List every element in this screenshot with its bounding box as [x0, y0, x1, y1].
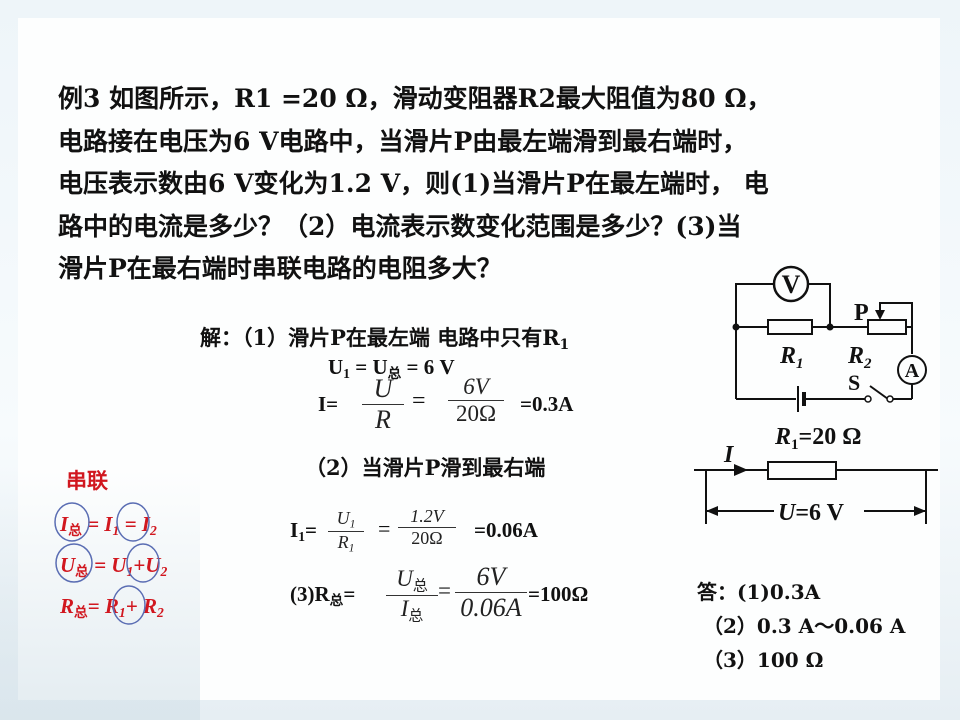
- problem-line-3: 电压表示数由6 V变化为1.2 V，则(1)当滑片P在最左端时， 电: [58, 169, 769, 198]
- answer-3: （3）100 Ω: [703, 648, 824, 672]
- problem-line-2: 电路接在电压为6 V电路中，当滑片P由最左端滑到最右端时，: [58, 126, 748, 156]
- solution-part1-title: 解：（1）滑片P在最左端 电路中只有R1: [200, 325, 570, 354]
- highlight-circle-r1: [112, 585, 146, 625]
- voltage-label: U=6 V: [778, 500, 845, 526]
- problem-statement: 例3 如图所示，R1 =20 Ω，滑动变阻器R2最大阻值为80 Ω， 电路接在电…: [58, 78, 918, 291]
- voltmeter-label: V: [782, 270, 801, 299]
- answer-1: 答：(1)0.3A: [697, 580, 821, 604]
- fraction-1-2v-over-20: 1.2V 20Ω: [398, 506, 456, 549]
- fraction-6v-over-0-06a: 6V 0.06A: [455, 562, 527, 623]
- r1-label: R1: [779, 343, 804, 372]
- answer-2: （2）0.3 A～0.06 A: [703, 614, 906, 638]
- switch-label: S: [848, 370, 860, 395]
- i-label: I=: [318, 392, 339, 416]
- series-current-rule: I总 = I1 = I2: [60, 512, 157, 540]
- problem-line-4: 路中的电流是多少？（2）电流表示数变化范围是多少？(3)当: [58, 211, 742, 241]
- fraction-u-over-r: U R: [362, 374, 404, 435]
- equals-sign-2: =: [378, 516, 391, 541]
- i1-label: I1=: [290, 518, 317, 545]
- series-title: 串联: [66, 468, 108, 493]
- fraction-u-over-i-total: U总 I总: [386, 566, 438, 626]
- r2-label: R2: [847, 343, 872, 372]
- highlight-circle-i-total: [54, 502, 90, 542]
- simple-circuit-diagram: I U=6 V: [694, 442, 938, 526]
- solution-part2-title: （2）当滑片P滑到最右端: [305, 455, 546, 480]
- resistance-result: =100Ω: [528, 582, 589, 606]
- series-resistance-rule: R总= R1+ R2: [60, 594, 164, 622]
- r1-value-label: R1=20 Ω: [774, 424, 861, 453]
- fraction-u1-over-r1: U1 R1: [328, 508, 364, 554]
- highlight-circle-u-total: [55, 543, 93, 583]
- highlight-circle-i1: [116, 502, 150, 542]
- ammeter-label: A: [905, 360, 920, 382]
- u1-equation: U1 = U总 = 6 V: [328, 355, 455, 383]
- background-decoration: [0, 470, 200, 720]
- equals-sign: =: [412, 388, 426, 414]
- problem-line-1: 例3 如图所示，R1 =20 Ω，滑动变阻器R2最大阻值为80 Ω，: [58, 84, 772, 113]
- equals-sign-3: =: [438, 578, 451, 603]
- i1-result: =0.06A: [474, 518, 538, 542]
- current-result: =0.3A: [520, 392, 574, 416]
- slider-label: P: [854, 300, 869, 326]
- circuit-diagram: V A P R1 R2 S R1=20 Ω: [732, 265, 927, 453]
- problem-line-5: 滑片P在最右端时串联电路的电阻多大？: [58, 254, 502, 283]
- fraction-6v-over-20: 6V 20Ω: [448, 374, 504, 427]
- highlight-circle-u1: [126, 543, 160, 583]
- current-label: I: [723, 442, 735, 468]
- r-total-label: (3)R总=: [290, 582, 356, 610]
